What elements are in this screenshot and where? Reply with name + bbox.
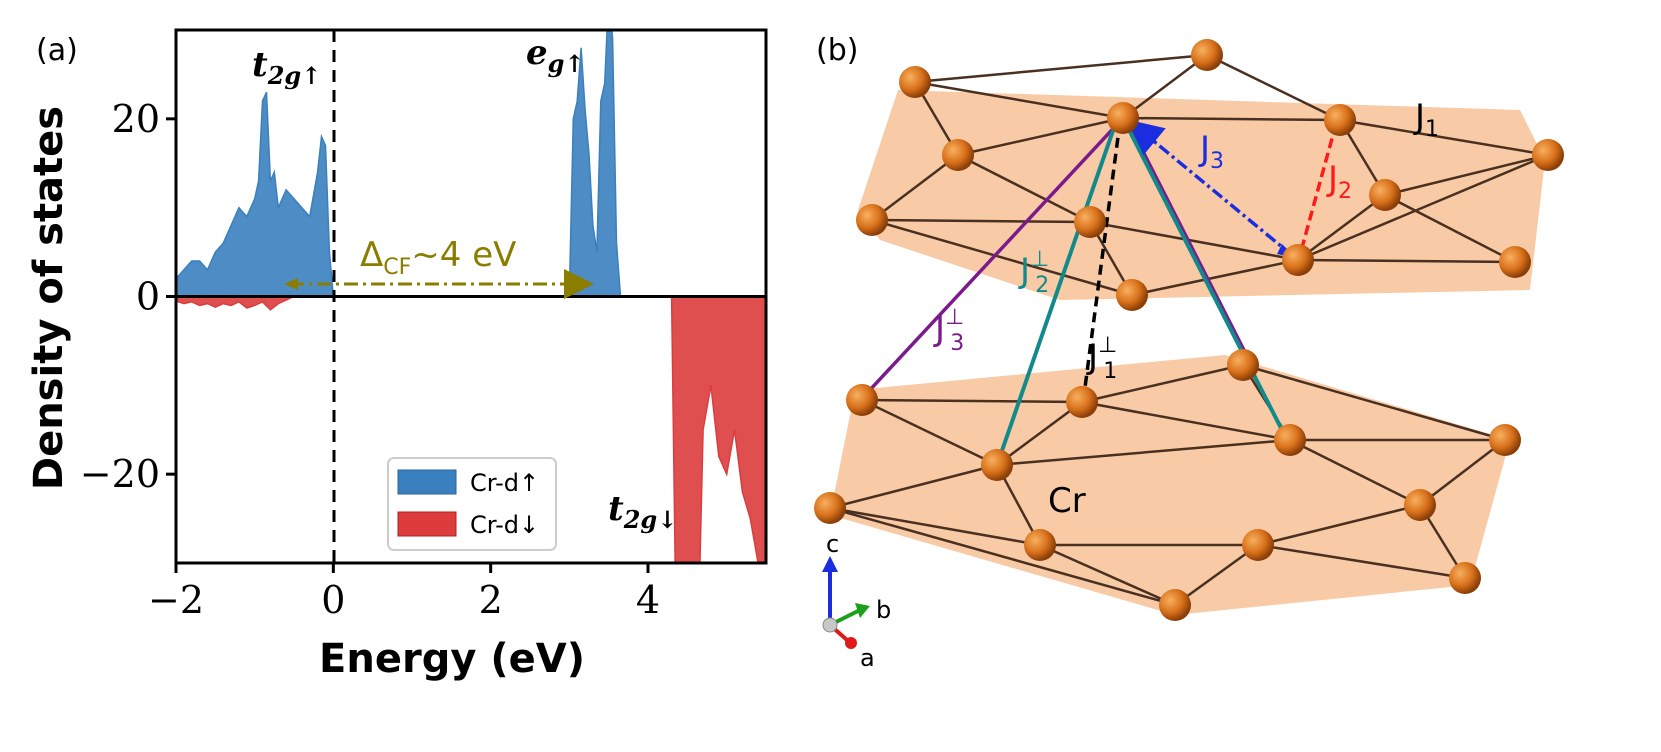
dos-series-spin-up [176, 30, 622, 298]
legend: Cr-d↑ Cr-d↓ [387, 457, 557, 551]
j2-perp-line [995, 121, 1118, 466]
cr-atom [856, 204, 888, 236]
cr-atom [1024, 529, 1056, 561]
upper-cr-plane [858, 90, 1545, 300]
j1-label: J1 [1413, 97, 1439, 142]
j2-label: J2 [1326, 159, 1352, 204]
j2-line [1298, 123, 1338, 256]
eg-up-label: eg↑ [526, 33, 585, 78]
legend-entry-up: Cr-d↑ [470, 469, 539, 497]
j3-perp-label: J⊥3 [933, 305, 964, 356]
cr-atom [1404, 489, 1436, 521]
cr-atom [1191, 39, 1223, 71]
j1-perp-line [1082, 121, 1122, 396]
cr-atom [1499, 246, 1531, 278]
crystal-structure: J1 J2 J3 J⊥1 J⊥2 J⊥3 Cr c b a [814, 39, 1564, 672]
j3-perp-line-right [1126, 121, 1252, 363]
cr-atom [942, 139, 974, 171]
y-axis-label: Density of states [26, 106, 72, 490]
cr-atom [1107, 102, 1139, 134]
lower-cr-plane [830, 355, 1510, 615]
x-axis-label: Energy (eV) [319, 636, 585, 682]
upper-bonds [871, 53, 1549, 297]
cr-atom [1116, 279, 1148, 311]
a-axis-label: a [860, 644, 875, 672]
panel-b-label: (b) [816, 33, 858, 68]
cr-atom [846, 384, 878, 416]
cr-atom [1489, 424, 1521, 456]
cr-atom-label: Cr [1048, 481, 1086, 521]
dos-plot-area [176, 30, 766, 563]
axes-triad: c b a [822, 530, 891, 672]
t2g-down-label: t2g↓ [608, 489, 677, 534]
x-tick-label: 4 [636, 578, 660, 622]
triad-origin [822, 617, 838, 633]
panel-a-label: (a) [36, 33, 78, 68]
legend-swatch-up [397, 469, 457, 495]
gap-arrow-head-left [284, 278, 298, 290]
j3-perp-line [866, 116, 1125, 394]
cr-atom [1066, 386, 1098, 418]
legend-entry-down: Cr-d↓ [470, 511, 539, 539]
a-axis-arrow-head [845, 637, 857, 649]
cr-atom [1227, 349, 1259, 381]
gap-label: ΔCF~4 eV [360, 235, 516, 280]
y-tick-label: 20 [112, 97, 160, 141]
x-tick-label: −2 [148, 578, 204, 622]
j1-perp-label: J⊥1 [1086, 333, 1117, 384]
b-axis-arrow-head [855, 603, 870, 618]
j2-perp-label: J⊥2 [1018, 247, 1049, 298]
c-axis-label: c [826, 530, 839, 558]
cr-atom [1532, 139, 1564, 171]
dos-series-spin-down [176, 295, 766, 563]
b-axis-label: b [876, 596, 891, 624]
t2g-up-label: t2g↑ [252, 45, 321, 90]
cr-atom [1159, 589, 1191, 621]
x-tick-label: 0 [321, 578, 345, 622]
y-tick-label: 0 [136, 275, 160, 319]
cr-atoms [814, 39, 1564, 621]
cr-atom [1449, 562, 1481, 594]
cr-atom [899, 66, 931, 98]
legend-swatch-down [397, 511, 457, 537]
cr-atom [814, 492, 846, 524]
y-tick-label: −20 [80, 452, 160, 496]
j3-label: J3 [1198, 129, 1224, 174]
c-axis-arrow-head [822, 556, 838, 572]
cr-atom [1282, 244, 1314, 276]
cr-atom [1274, 424, 1306, 456]
j2-perp-line-right [1121, 117, 1285, 433]
cr-atom [1242, 529, 1274, 561]
x-tick-label: 2 [479, 578, 503, 622]
j3-line [1127, 119, 1295, 258]
cr-atom [1324, 104, 1356, 136]
cr-atom [1074, 206, 1106, 238]
cr-atom [981, 449, 1013, 481]
cr-atom [1369, 179, 1401, 211]
